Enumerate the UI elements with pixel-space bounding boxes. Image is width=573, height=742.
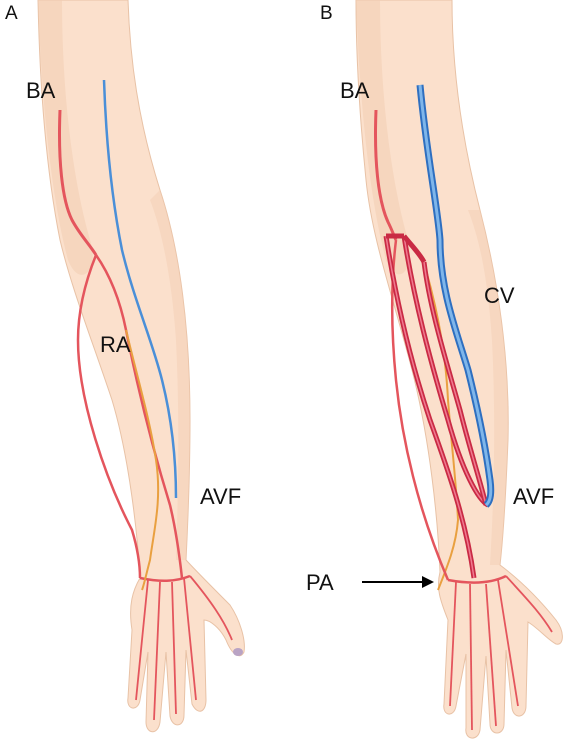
arm-b-skin <box>356 0 562 738</box>
pa-arrow <box>362 576 434 588</box>
label-a-ba: BA <box>26 80 55 102</box>
label-b-cv: CV <box>484 285 515 307</box>
label-b-ba: BA <box>340 80 369 102</box>
panel-a-letter: A <box>5 4 18 23</box>
label-b-avf: AVF <box>513 486 554 508</box>
label-a-avf: AVF <box>200 486 241 508</box>
label-a-ra: RA <box>100 334 131 356</box>
label-b-pa: PA <box>306 572 334 594</box>
arm-a-skin <box>38 0 244 732</box>
panel-a <box>38 0 244 732</box>
panel-b <box>356 0 562 738</box>
panel-b-letter: B <box>320 4 333 23</box>
nail-a <box>233 648 243 656</box>
